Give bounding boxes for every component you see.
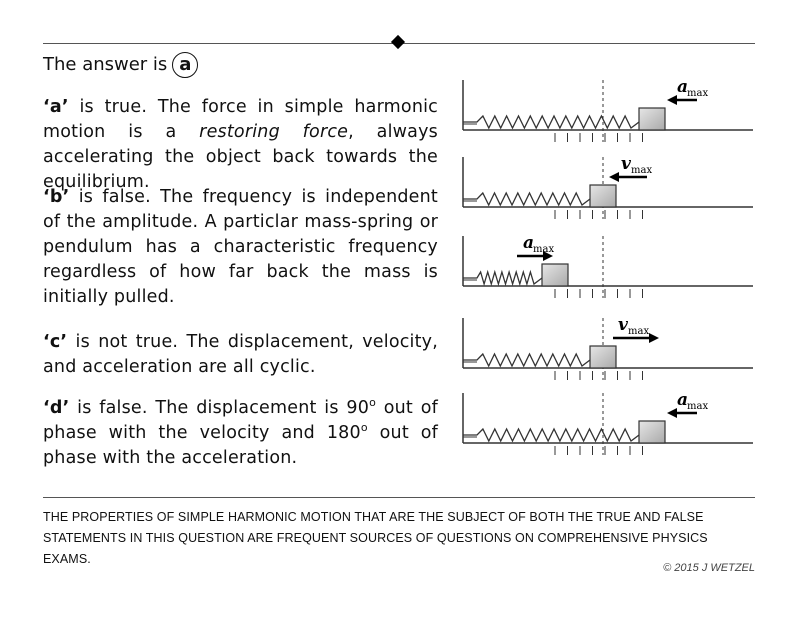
vector-label-subscript: max bbox=[687, 88, 708, 99]
explanation-a: ‘a’ is true. The force in simple harmoni… bbox=[43, 95, 438, 195]
explanation-d-text1: is false. The displacement is 90 bbox=[69, 398, 370, 418]
arrow-left-icon bbox=[609, 172, 619, 182]
footnote: The properties of simple harmonic motion… bbox=[43, 510, 708, 566]
spring bbox=[463, 114, 640, 130]
explanation-b: ‘b’ is false. The frequency is independe… bbox=[43, 185, 438, 310]
explanation-c-text: is not true. The displacement, velocity,… bbox=[43, 332, 438, 377]
vector-label-a: a bbox=[677, 390, 688, 410]
diamond-ornament-icon bbox=[390, 34, 406, 50]
explanation-a-text1: is true. The force in simple harmonic mo… bbox=[43, 97, 438, 142]
spring bbox=[463, 352, 591, 368]
vector-label-v: v bbox=[618, 315, 629, 335]
mass-block bbox=[638, 420, 666, 444]
answer-line: The answer is a bbox=[43, 52, 199, 78]
vector-label-a: a bbox=[677, 77, 688, 97]
arrow-right-icon bbox=[649, 333, 659, 343]
explanation-c: ‘c’ is not true. The displacement, veloc… bbox=[43, 330, 438, 380]
answer-choice-badge: a bbox=[172, 52, 199, 78]
vector-label-subscript: max bbox=[631, 165, 652, 176]
degree-mark-90: o bbox=[369, 396, 377, 409]
vector-label-v: v bbox=[621, 154, 632, 174]
vector-label-subscript: max bbox=[533, 244, 554, 255]
option-tag-a: ‘a’ bbox=[43, 97, 69, 117]
mass-block bbox=[589, 345, 617, 369]
arrow-left-icon bbox=[667, 95, 677, 105]
explanation-d: ‘d’ is false. The displacement is 90o ou… bbox=[43, 396, 438, 471]
spring bbox=[463, 427, 640, 443]
bottom-divider bbox=[43, 497, 755, 498]
arrow-right-icon bbox=[543, 251, 553, 261]
option-tag-c: ‘c’ bbox=[43, 332, 68, 352]
explanation-a-emphasis: restoring force bbox=[199, 122, 349, 142]
mass-block bbox=[638, 107, 666, 131]
option-tag-b: ‘b’ bbox=[43, 187, 70, 207]
explanation-b-text: is false. The frequency is independent o… bbox=[43, 187, 438, 307]
explanation-d-text2: out of phase with the velocity and 180 bbox=[43, 398, 438, 443]
vector-label-subscript: max bbox=[628, 326, 649, 337]
vector-label-a: a bbox=[523, 233, 534, 253]
explanation-d-text3: out of phase with the acceleration. bbox=[43, 423, 438, 468]
answer-prefix: The answer is bbox=[43, 54, 168, 75]
copyright: © 2015 J WETZEL bbox=[663, 562, 755, 574]
vector-label-subscript: max bbox=[687, 401, 708, 412]
spring bbox=[463, 269, 543, 287]
mass-block bbox=[541, 263, 569, 287]
option-tag-d: ‘d’ bbox=[43, 398, 70, 418]
spring bbox=[463, 191, 591, 207]
arrow-left-icon bbox=[667, 408, 677, 418]
degree-mark-180: o bbox=[360, 421, 368, 434]
mass-block bbox=[589, 184, 617, 208]
explanation-a-text2: , always accelerating the object back to… bbox=[43, 122, 438, 192]
